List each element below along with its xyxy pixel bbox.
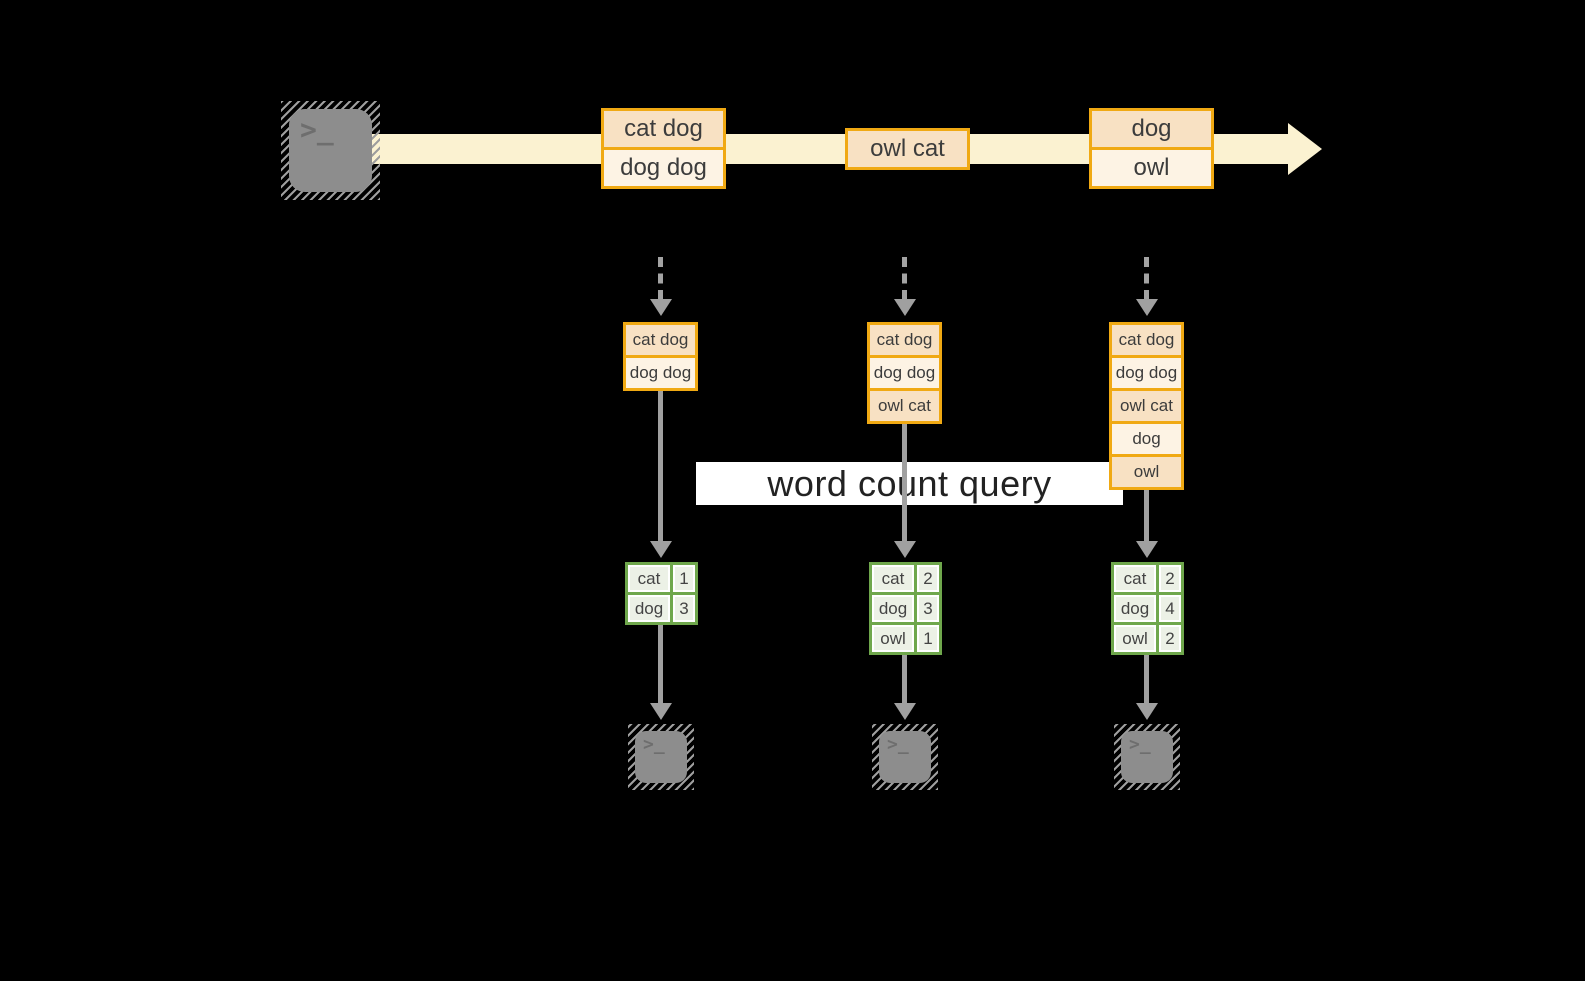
sink-terminal-icon: >_ [628, 724, 694, 790]
stream-record: owl cat [848, 131, 967, 167]
result-count: 2 [917, 565, 939, 592]
down-arrowhead-icon [650, 703, 672, 720]
result-word: cat [628, 565, 670, 592]
result-count: 1 [917, 625, 939, 652]
state-table-2: cat dog dog dog owl cat [867, 322, 942, 424]
result-table-2: cat 2 dog 3 owl 1 [869, 562, 942, 655]
arrow-line [902, 655, 907, 703]
result-count: 4 [1159, 595, 1181, 622]
state-row: owl [1112, 454, 1181, 487]
down-arrowhead-icon [1136, 299, 1158, 316]
arrow-line [658, 625, 663, 703]
result-word: dog [872, 595, 914, 622]
terminal-prompt-glyph: >_ [887, 734, 909, 755]
down-arrowhead-icon [650, 541, 672, 558]
terminal-prompt-glyph: >_ [300, 113, 334, 146]
result-count: 3 [917, 595, 939, 622]
terminal-prompt-glyph: >_ [1129, 734, 1151, 755]
arrow-line [658, 388, 663, 542]
result-word: cat [872, 565, 914, 592]
state-row: dog dog [626, 355, 695, 388]
state-row: cat dog [870, 325, 939, 355]
terminal-prompt-glyph: >_ [643, 734, 665, 755]
result-word: owl [872, 625, 914, 652]
arrow-line [902, 421, 907, 542]
terminal-window: >_ [289, 109, 372, 192]
down-arrowhead-icon [894, 299, 916, 316]
terminal-window: >_ [879, 731, 931, 783]
state-row: owl cat [1112, 388, 1181, 421]
state-table-1: cat dog dog dog [623, 322, 698, 391]
down-arrowhead-icon [650, 299, 672, 316]
stream-record: dog dog [604, 147, 723, 186]
dashed-arrow-line [1144, 257, 1149, 300]
stream-record: cat dog [604, 111, 723, 147]
state-row: cat dog [626, 325, 695, 355]
terminal-window: >_ [1121, 731, 1173, 783]
state-row: owl cat [870, 388, 939, 421]
dashed-arrow-line [902, 257, 907, 300]
state-row: dog [1112, 421, 1181, 454]
stream-batch-3: dog owl [1089, 108, 1214, 189]
sink-terminal-icon: >_ [872, 724, 938, 790]
result-word: cat [1114, 565, 1156, 592]
query-label-band: word count query [696, 462, 1123, 505]
state-row: cat dog [1112, 325, 1181, 355]
stream-batch-1: cat dog dog dog [601, 108, 726, 189]
down-arrowhead-icon [894, 703, 916, 720]
stream-batch-2: owl cat [845, 128, 970, 170]
down-arrowhead-icon [1136, 541, 1158, 558]
state-row: dog dog [870, 355, 939, 388]
result-count: 2 [1159, 625, 1181, 652]
result-table-1: cat 1 dog 3 [625, 562, 698, 625]
stream-record: owl [1092, 147, 1211, 186]
down-arrowhead-icon [894, 541, 916, 558]
terminal-window: >_ [635, 731, 687, 783]
arrow-line [1144, 487, 1149, 542]
stream-record: dog [1092, 111, 1211, 147]
result-word: dog [1114, 595, 1156, 622]
down-arrowhead-icon [1136, 703, 1158, 720]
arrow-line [1144, 655, 1149, 703]
source-terminal-icon: >_ [281, 101, 380, 200]
result-word: owl [1114, 625, 1156, 652]
input-stream-arrowhead-icon [1288, 123, 1322, 175]
state-table-3: cat dog dog dog owl cat dog owl [1109, 322, 1184, 490]
query-label: word count query [767, 462, 1052, 504]
result-count: 1 [673, 565, 695, 592]
state-row: dog dog [1112, 355, 1181, 388]
result-word: dog [628, 595, 670, 622]
sink-terminal-icon: >_ [1114, 724, 1180, 790]
result-count: 3 [673, 595, 695, 622]
dashed-arrow-line [658, 257, 663, 300]
result-table-3: cat 2 dog 4 owl 2 [1111, 562, 1184, 655]
result-count: 2 [1159, 565, 1181, 592]
